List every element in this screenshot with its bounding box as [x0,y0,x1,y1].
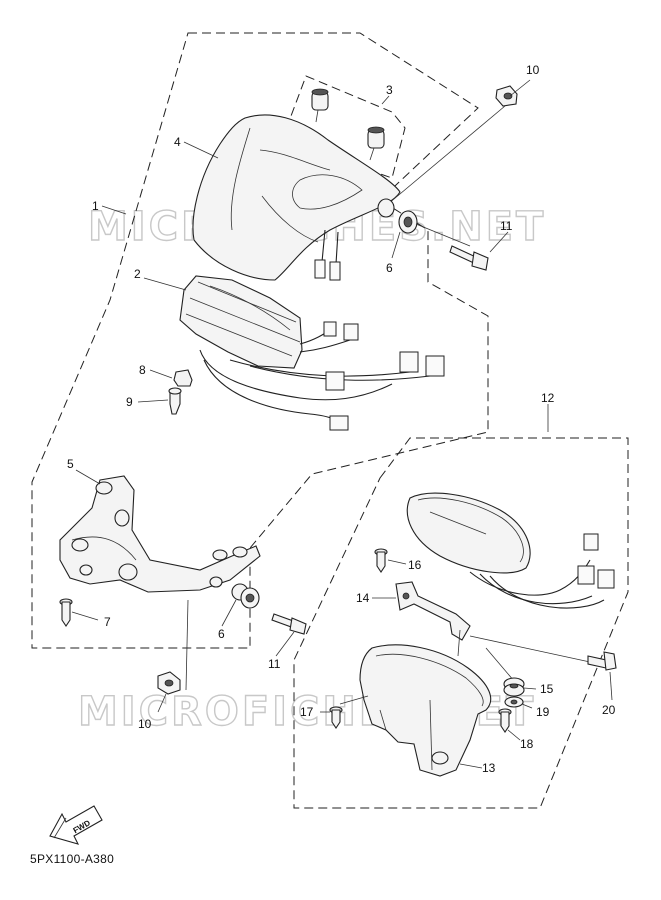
axis-line-20 [469,635,591,663]
axis-line-10-bottom [185,599,189,691]
harness-connector-e [325,371,345,391]
callout-11-top: 11 [500,219,513,233]
callout-9: 9 [126,395,133,409]
callout-14: 14 [356,591,370,605]
indicator-bulb-b [367,126,385,161]
screw-16 [374,548,388,573]
speedometer-connector-b [577,565,595,585]
grommet-15 [503,677,525,697]
washer-19 [504,696,524,708]
nut-10-bottom [157,671,181,695]
callout-7: 7 [104,615,111,629]
meter-case [359,644,492,777]
grommet-8 [173,369,193,387]
meter-cover [192,114,401,281]
assembly-1-boundary [31,32,489,649]
speedometer-connector-c [597,569,615,589]
harness-connector-c [399,351,419,373]
screw-17 [329,706,343,729]
callout-11-bottom: 11 [268,657,281,671]
harness-connector-d [425,355,445,377]
callout-6-bottom: 6 [218,627,225,641]
cover-wire [321,229,339,265]
meter-bracket [59,475,261,593]
callout-8: 8 [139,363,146,377]
bolt-20 [587,651,617,671]
screw-7 [59,598,73,627]
harness-connector-f [329,415,349,431]
callout-15: 15 [540,682,554,696]
part-3-group-box [281,75,406,179]
axis-line-17 [339,695,369,705]
diagram-code: 5PX1100-A380 [30,852,115,866]
callout-16: 16 [408,558,422,572]
callout-10-bottom: 10 [138,717,152,731]
callout-2: 2 [134,267,141,281]
bolt-11-bottom [271,613,307,635]
grommet-6-top [377,198,418,234]
forward-arrow-icon: FWD [49,805,103,845]
callout-19: 19 [536,705,550,719]
axis-line-10-top [387,105,506,205]
leader-lines [71,95,613,769]
callout-18: 18 [520,737,534,751]
indicator-bulb-a [311,88,329,123]
callout-12: 12 [541,391,555,405]
callout-4: 4 [174,135,181,149]
cover-connector-b [329,261,341,281]
callout-1: 1 [92,199,99,213]
nut-10-top [495,85,518,107]
callout-13: 13 [482,761,496,775]
stay-pin [457,629,461,657]
cover-connector-a [314,259,326,279]
meter-unit [179,275,303,369]
callout-17: 17 [300,705,314,719]
bolt-11-top [449,245,489,271]
assembly-12-boundary [293,437,629,809]
callout-3: 3 [386,83,393,97]
speedometer-connector-a [583,533,599,551]
callout-20: 20 [602,703,616,717]
screw-9 [168,387,182,415]
grommet-6-bottom [231,583,260,609]
speedometer-unit [406,492,531,574]
axis-line-11-top [415,223,471,247]
leader-10-top [509,79,531,97]
callout-10-top: 10 [526,63,540,77]
callout-6-top: 6 [386,261,393,275]
harness-connector-b [343,323,359,341]
meter-stay [395,581,471,641]
harness-connector-a [323,321,337,337]
screw-18 [498,708,512,733]
callout-5: 5 [67,457,74,471]
